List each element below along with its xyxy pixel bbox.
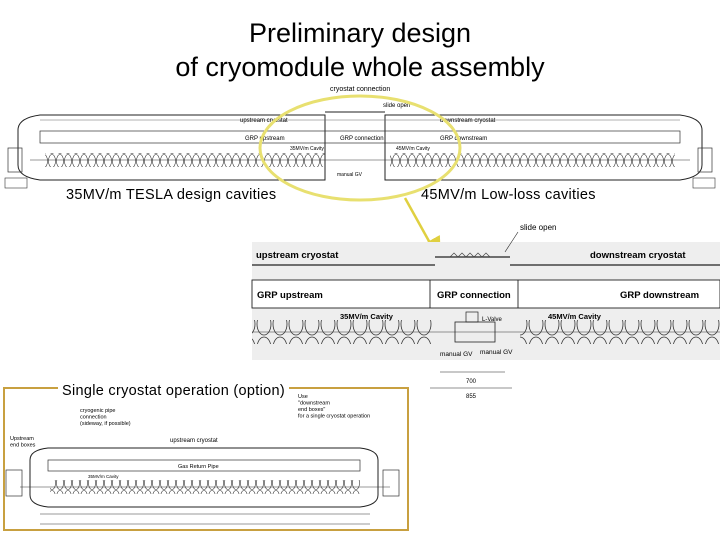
zoom-label-grp-upstream: GRP upstream [257,290,323,301]
top-label-grp-downstream: GRP downstream [440,136,487,142]
zoom-label-grp-connection: GRP connection [437,290,511,301]
zoom-dim-700: 700 [466,379,477,385]
top-label-grp-upstream: GRP upstream [245,136,285,142]
top-grp-pipe [39,130,681,144]
highlight-circle [258,94,462,202]
zoom-label-slide-open: slide open [520,223,556,232]
top-cryomodule-drawing: cryostat connection slide open upstream … [4,86,716,202]
zoom-label-cavity-35: 35MV/m Cavity [340,312,394,321]
zoom-label-upstream-cryostat: upstream cryostat [256,250,339,261]
top-label-upstream-cryostat: upstream cryostat [240,118,288,124]
zoom-label-l-valve: L-Valve [482,317,503,323]
top-label-downstream-cryostat: downstream cryostat [440,118,496,124]
caption-right: 45MV/m Low-loss cavities [421,187,596,203]
option-frame [3,387,409,531]
zoom-label-manual-gv-left: manual GV [440,351,473,358]
caption-option: Single cryostat operation (option) [58,383,289,399]
top-label-cavity-45: 45MV/m Cavity [396,146,430,152]
option-label-gas-return-pipe: Gas Return Pipe [178,464,219,470]
caption-left: 35MV/m TESLA design cavities [66,187,277,203]
top-label-cryostat-connection: cryostat connection [330,86,390,93]
top-label-grp-connection: GRP connection [340,136,384,142]
zoom-label-grp-downstream: GRP downstream [620,290,699,301]
top-label-slide-open: slide open [383,103,410,109]
top-label-cavity-35: 35MV/m Cavity [290,146,324,152]
option-label-upstream-cryostat: upstream cryostat [170,438,218,444]
zoom-dim-855: 855 [466,394,477,400]
zoom-label-downstream-cryostat: downstream cryostat [590,250,686,261]
zoom-drawing: slide open upstream cryostat downstream … [251,223,720,400]
zoom-label-manual-gv-right: manual GV [480,349,513,356]
top-label-manual-gv: manual GV [337,172,363,178]
title-line-2: of cryomodule whole assembly [175,52,545,82]
zoom-label-cavity-45: 45MV/m Cavity [548,312,602,321]
title-line-1: Preliminary design [248,18,472,48]
option-label-cavity: 35MV/m Cavity [88,474,119,479]
